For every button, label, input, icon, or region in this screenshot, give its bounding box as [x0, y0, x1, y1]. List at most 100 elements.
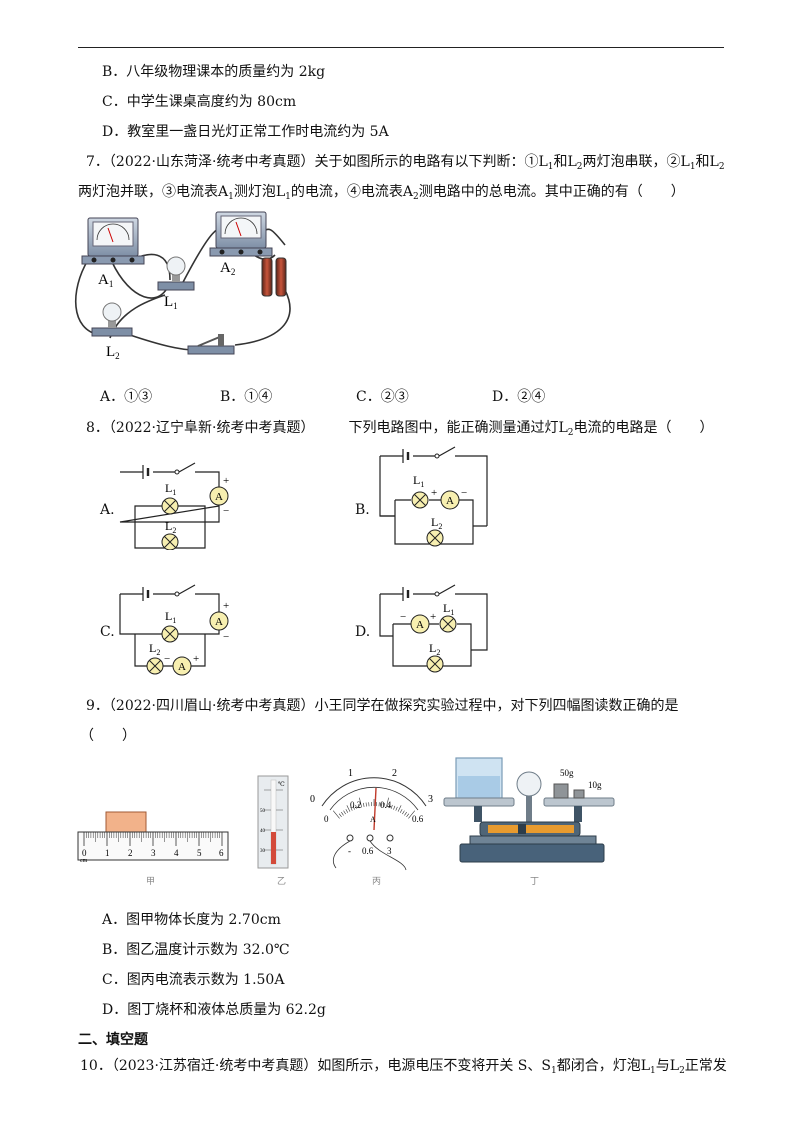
header-rule	[78, 47, 724, 48]
q8-d-meter-text: A	[416, 619, 424, 631]
minus-sign: −	[400, 611, 406, 623]
q7-text: 两灯泡串联，②	[582, 154, 681, 170]
q7-sub: 2	[576, 162, 583, 172]
q6-option-c: C．中学生课桌高度约为 80cm	[102, 94, 297, 110]
q10-number: 10．	[80, 1058, 112, 1074]
q10-L: L	[640, 1058, 651, 1074]
dial-tick	[343, 810, 346, 815]
q7-sub: 1	[547, 162, 554, 172]
q7-option-c: C．②③	[356, 389, 409, 405]
q8-option-b-label: B.	[355, 502, 370, 518]
dial-bottom-3: 0.6	[412, 814, 424, 824]
q7-sub: 1	[228, 192, 234, 202]
minus-sign: −	[223, 505, 229, 517]
terminal-minus: -	[348, 846, 351, 856]
thermo-tick-30: 30	[260, 849, 266, 854]
q8-circuit-a: A + − L1 L2	[119, 462, 229, 550]
q9-number: 9．	[86, 698, 109, 714]
dial-tick	[408, 810, 416, 819]
dial-top-2: 2	[392, 768, 397, 779]
q9-option-c: C．图丙电流表示数为 1.50A	[102, 972, 285, 988]
dial-bottom-0: 0	[324, 814, 329, 824]
dial-top-3: 3	[428, 794, 433, 805]
q8-number: 8．	[86, 420, 109, 436]
dial-tick	[393, 805, 396, 810]
q9-source: （2022·四川眉山·统考中考真题）	[108, 698, 315, 714]
ruler-tick-6: 6	[219, 848, 224, 858]
ruler-unit: cm	[80, 858, 88, 864]
q7-sub: 1	[689, 162, 696, 172]
q8-a-l2: L2	[165, 519, 176, 535]
q10-sub: 1	[650, 1066, 656, 1076]
q8-text: 下列电路图中，能正确测量通过灯	[348, 420, 559, 436]
dial-tick	[357, 804, 360, 809]
q10-text: 都闭合，灯泡	[556, 1058, 641, 1074]
dial-tick	[406, 813, 410, 818]
caption-jia: 甲	[146, 876, 155, 886]
dial-tick	[390, 804, 393, 809]
q7-sub: 2	[718, 162, 725, 172]
ruler-tick-4: 4	[174, 848, 179, 858]
q8-L: L	[558, 420, 568, 436]
dial-tick	[395, 806, 398, 811]
plus-sign: +	[431, 487, 437, 499]
dial-tick	[388, 804, 391, 809]
q7-circuit-picture: A1 A2 L1 L2	[74, 211, 291, 361]
q10-S: S	[541, 1058, 551, 1074]
dial-tick	[399, 809, 403, 813]
q8-b-meter-text: A	[446, 495, 454, 507]
q8-option-c-label: C.	[100, 624, 115, 640]
dial-tick	[359, 797, 362, 808]
q7-text: 测电路中的总电流。其中正确的有（ ）	[418, 184, 685, 200]
q7-source: （2022·山东菏泽·统考中考真题）	[108, 154, 315, 170]
minus-sign: −	[164, 653, 170, 665]
q9-figures: 0 1 2 3 4 5 6 cm 甲 ℃ 50 40 30 乙 0 1 2 3 …	[77, 757, 615, 886]
q8-b-l2: L2	[431, 515, 442, 531]
dial-tick	[350, 806, 353, 811]
q7-stem-line1: 7．（2022·山东菏泽·统考中考真题）关于如图所示的电路有以下判断：①L1和L…	[86, 152, 725, 177]
q7-stem-line2: 两灯泡并联，③电流表A1测灯泡L1的电流，④电流表A2测电路中的总电流。其中正确…	[78, 182, 685, 207]
dial-tick	[363, 802, 365, 807]
q7-A: A	[402, 184, 414, 200]
dial-letter: A	[370, 815, 376, 824]
q8-c-meter-text: A	[215, 616, 223, 628]
minus-sign: −	[223, 631, 229, 643]
q9-stem: 9．（2022·四川眉山·统考中考真题）小王同学在做探究实验过程中，对下列四幅图…	[86, 696, 678, 716]
q8-sub: 2	[567, 428, 574, 438]
q7-option-b: B．①④	[220, 389, 273, 405]
thermo-tick-40: 40	[260, 829, 266, 834]
q7-L: L	[275, 184, 286, 200]
q8-circuit-b: A + − L1 L2	[379, 446, 488, 547]
q7-A: A	[218, 184, 229, 200]
caption-yi: 乙	[277, 876, 286, 886]
q10-sub: 2	[679, 1066, 685, 1076]
q8-option-a-label: A.	[100, 502, 115, 518]
dial-tick	[355, 804, 358, 809]
ruler-tick-3: 3	[151, 848, 156, 858]
label-l2: L2	[106, 344, 120, 361]
ammeter-a1	[81, 217, 145, 265]
thermometer-figure: ℃ 50 40 30 乙	[257, 775, 289, 886]
thermo-unit: ℃	[278, 781, 285, 788]
q8-circuit-c: A + − A − + L1 L2	[119, 584, 229, 676]
q8-c-l2: L2	[149, 641, 160, 657]
q8-option-d-label: D.	[355, 624, 371, 640]
label-a1: A1	[98, 272, 113, 289]
q8-d-l1: L1	[443, 601, 454, 617]
label-l1: L1	[164, 294, 178, 311]
label-a2: A2	[220, 260, 235, 277]
ruler-tick-0: 0	[82, 848, 87, 858]
dial-tick	[346, 805, 351, 812]
q6-option-b: B．八年级物理课本的质量约为 2kg	[102, 64, 326, 80]
q7-L: L	[538, 154, 548, 170]
dial-tick	[341, 811, 344, 816]
q7-text: 测灯泡	[233, 184, 276, 200]
dial-tick	[332, 810, 340, 819]
q7-option-a: A．①③	[100, 389, 153, 405]
battery-pack	[261, 257, 287, 297]
q7-text: 两灯泡并联，③电流表	[78, 184, 218, 200]
q8-b-l1: L1	[413, 473, 424, 489]
q10-text: 与	[655, 1058, 670, 1074]
plus-sign: +	[223, 475, 229, 487]
q10-text: 如图所示，电源电压不变将开关 S、	[317, 1058, 542, 1074]
